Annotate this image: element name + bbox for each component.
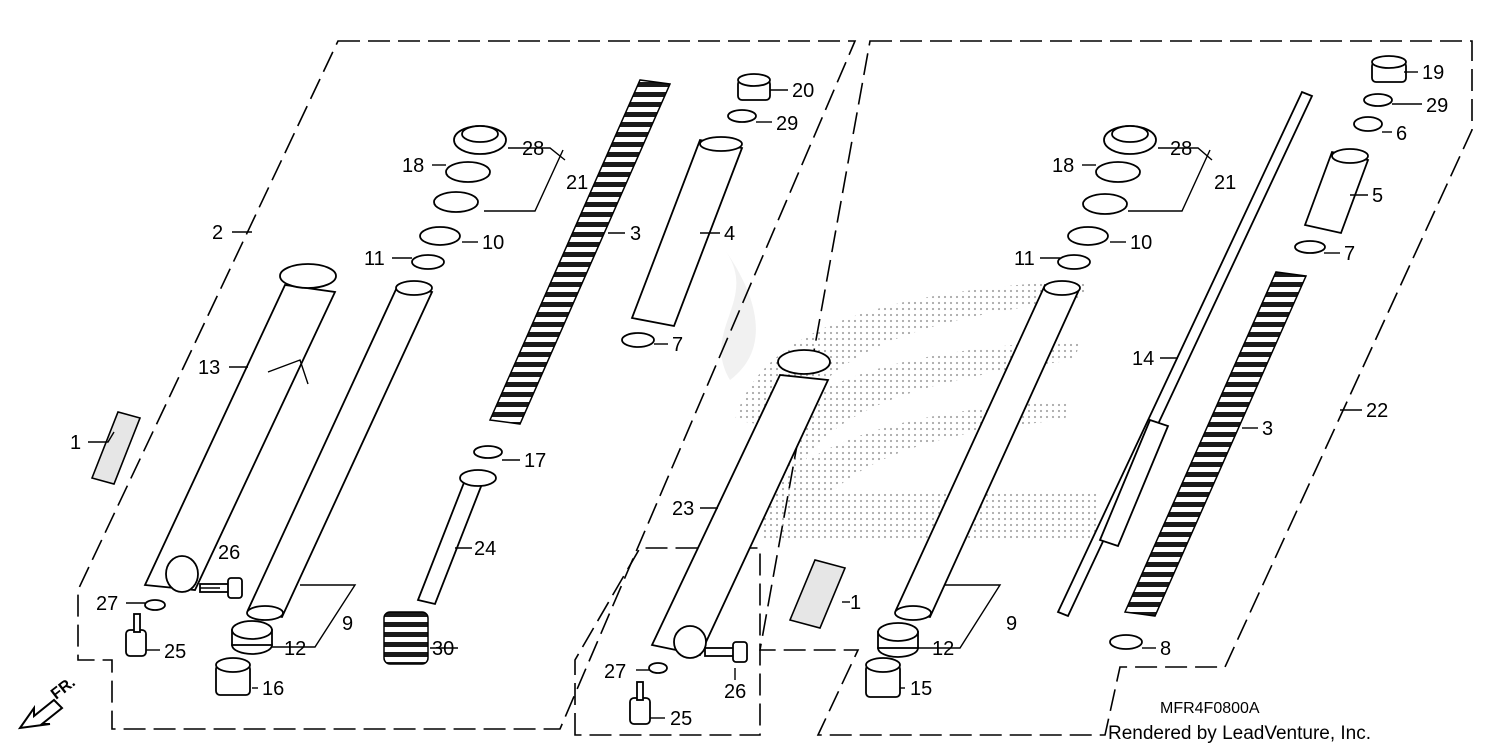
label-part-26: 26 bbox=[218, 542, 240, 564]
label-part-17: 17 bbox=[524, 450, 546, 472]
part-7-washer bbox=[621, 332, 655, 348]
label-part-15: 15 bbox=[910, 678, 932, 700]
part-14-damper-rod bbox=[1056, 90, 1314, 618]
label-part-11: 11 bbox=[364, 248, 385, 270]
label-part-30: 30 bbox=[432, 638, 454, 660]
diagram-code: MFR4F0800A bbox=[1160, 700, 1260, 717]
part-26-bolt-b bbox=[704, 641, 748, 663]
label-part-27b: 27 bbox=[604, 661, 626, 683]
part-1-slider-pad bbox=[90, 411, 142, 485]
label-part-1: 1 bbox=[70, 432, 81, 454]
label-part-18b: 18 bbox=[1052, 155, 1074, 177]
part-28-seal-b bbox=[1103, 125, 1157, 155]
label-part-4: 4 bbox=[724, 223, 735, 245]
rendered-credit: Rendered by LeadVenture, Inc. bbox=[1108, 723, 1371, 744]
label-part-21b: 21 bbox=[1214, 172, 1236, 194]
part-12-bushing-b bbox=[877, 622, 919, 658]
label-part-8: 8 bbox=[1160, 638, 1171, 660]
dashed-frame-middle bbox=[574, 547, 761, 736]
label-part-9b: 9 bbox=[1006, 613, 1017, 635]
part-4-spacer-tube bbox=[630, 136, 744, 328]
part-3-spring bbox=[488, 79, 672, 425]
part-29-o-ring bbox=[727, 109, 757, 123]
part-6-nut bbox=[1353, 116, 1383, 132]
leader-lines bbox=[88, 71, 1422, 719]
part-30-spring bbox=[383, 611, 429, 665]
part-21-dust-seal bbox=[433, 191, 479, 213]
part-25-bolt bbox=[125, 613, 147, 657]
part-11-ring bbox=[411, 254, 445, 270]
part-29-o-ring-b bbox=[1363, 93, 1393, 107]
part-13-outer-tube bbox=[143, 263, 337, 593]
part-8-washer bbox=[1109, 634, 1143, 650]
part-12-bushing bbox=[231, 620, 273, 655]
label-part-23: 23 bbox=[672, 498, 694, 520]
label-part-16: 16 bbox=[262, 678, 284, 700]
part-23-outer-tube bbox=[650, 349, 831, 659]
part-5-spacer bbox=[1303, 148, 1370, 235]
label-part-28b: 28 bbox=[1170, 138, 1192, 160]
part-17-ring bbox=[473, 445, 503, 459]
part-27-washer bbox=[144, 599, 166, 611]
part-11-ring-b bbox=[1057, 254, 1091, 270]
label-part-14: 14 bbox=[1132, 348, 1154, 370]
part-1-slider-pad-b bbox=[788, 559, 847, 629]
label-part-25b: 25 bbox=[670, 708, 692, 730]
part-3-spring-b bbox=[1123, 271, 1308, 617]
label-part-19: 19 bbox=[1422, 62, 1444, 84]
part-19-cap bbox=[1371, 55, 1407, 83]
label-part-24: 24 bbox=[474, 538, 496, 560]
part-28-seal bbox=[453, 125, 507, 155]
part-7-washer-b bbox=[1294, 240, 1326, 254]
part-20-cap bbox=[737, 73, 771, 101]
part-18-clip-b bbox=[1095, 161, 1141, 183]
part-21-dust-seal-b bbox=[1082, 193, 1128, 215]
label-part-3: 3 bbox=[630, 223, 641, 245]
label-part-12b: 12 bbox=[932, 638, 954, 660]
label-part-18: 18 bbox=[402, 155, 424, 177]
label-part-10: 10 bbox=[482, 232, 504, 254]
label-part-10b: 10 bbox=[1130, 232, 1152, 254]
part-16-bushing bbox=[215, 657, 251, 696]
label-part-26b: 26 bbox=[724, 681, 746, 703]
label-part-2: 2 bbox=[212, 222, 223, 244]
dashed-frame-right bbox=[759, 40, 1473, 736]
label-part-29b: 29 bbox=[1426, 95, 1448, 117]
label-part-6: 6 bbox=[1396, 123, 1407, 145]
label-part-1b: 1 bbox=[850, 592, 861, 614]
part-18-clip bbox=[445, 161, 491, 183]
label-part-12: 12 bbox=[284, 638, 306, 660]
label-part-20: 20 bbox=[792, 80, 814, 102]
label-part-9: 9 bbox=[342, 613, 353, 635]
part-9-inner-tube bbox=[246, 280, 434, 621]
label-part-13: 13 bbox=[198, 357, 220, 379]
label-part-7: 7 bbox=[672, 334, 683, 356]
part-10-oil-seal bbox=[419, 226, 461, 246]
label-part-11b: 11 bbox=[1014, 248, 1035, 270]
label-part-3b: 3 bbox=[1262, 418, 1273, 440]
front-direction-arrow: FR. bbox=[17, 674, 79, 730]
label-part-27: 27 bbox=[96, 593, 118, 615]
label-part-5: 5 bbox=[1372, 185, 1383, 207]
part-24-damper-rod bbox=[416, 469, 497, 606]
part-10-oil-seal-b bbox=[1067, 226, 1109, 246]
label-part-22: 22 bbox=[1366, 400, 1388, 422]
part-25-bolt-b bbox=[629, 681, 651, 725]
part-27-washer-b bbox=[648, 662, 668, 674]
part-number-labels: 1 2 13 26 27 25 16 12 9 30 24 17 28 18 2… bbox=[70, 62, 1448, 730]
part-9-inner-tube-b bbox=[894, 280, 1081, 621]
label-part-28: 28 bbox=[522, 138, 544, 160]
label-part-21: 21 bbox=[566, 172, 588, 194]
front-direction-label: FR. bbox=[48, 674, 79, 703]
label-part-29: 29 bbox=[776, 113, 798, 135]
label-part-25: 25 bbox=[164, 641, 186, 663]
label-part-7b: 7 bbox=[1344, 243, 1355, 265]
dashed-frame-left bbox=[77, 40, 857, 730]
part-15-bushing bbox=[865, 657, 901, 698]
